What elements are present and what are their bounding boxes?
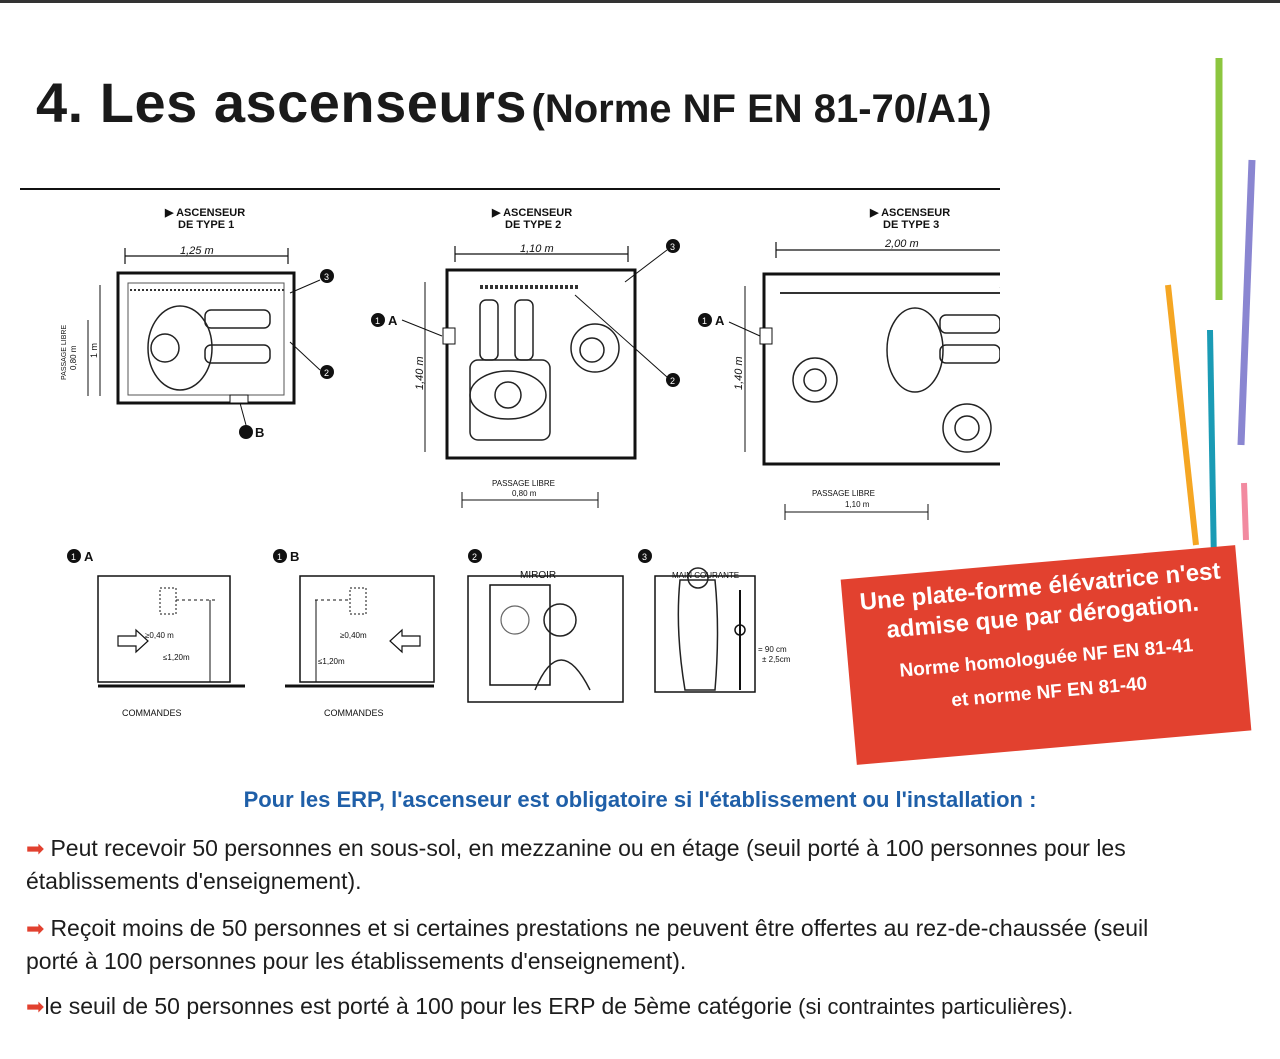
detail-a-marker: 1 bbox=[71, 552, 76, 562]
type2-marker-3: 3 bbox=[670, 242, 675, 252]
type3-marker-1: 1 bbox=[702, 316, 707, 326]
elevator-type-3: ▶ ASCENSEUR DE TYPE 3 2,00 m 1,40 m 1 A … bbox=[698, 207, 1000, 520]
detail-2-marker: 2 bbox=[472, 552, 477, 562]
type3-passage-value: 1,10 m bbox=[845, 500, 870, 509]
red-arrow-icon: ➡ bbox=[26, 916, 45, 941]
elevator-type-1: ▶ ASCENSEUR DE TYPE 1 1,25 m PASSAGE LIB… bbox=[61, 207, 334, 440]
title-rule bbox=[20, 188, 1000, 190]
type3-label-1: ▶ ASCENSEUR bbox=[869, 207, 950, 219]
detail-2-caption: MIROIR bbox=[520, 570, 556, 581]
type2-label-1: ▶ ASCENSEUR bbox=[491, 207, 572, 219]
elevator-figures: ▶ ASCENSEUR DE TYPE 1 1,25 m PASSAGE LIB… bbox=[61, 207, 1000, 718]
type1-width: 1,25 m bbox=[180, 245, 214, 257]
type1-label-1: ▶ ASCENSEUR bbox=[164, 207, 245, 219]
type3-label-2: DE TYPE 3 bbox=[883, 219, 939, 231]
bullet-text: Reçoit moins de 50 personnes et si certa… bbox=[26, 915, 1149, 974]
type3-companion-1 bbox=[792, 357, 838, 403]
type2-marker-1a: A bbox=[388, 313, 398, 328]
type2-marker-2: 2 bbox=[670, 376, 675, 386]
bullet-item: ➡le seuil de 50 personnes est porté à 10… bbox=[26, 990, 1186, 1023]
type1-passage-1: PASSAGE LIBRE bbox=[61, 325, 68, 380]
type3-wheelchair-user bbox=[886, 307, 944, 393]
red-arrow-icon: ➡ bbox=[26, 836, 45, 861]
type3-passage-label: PASSAGE LIBRE bbox=[812, 489, 875, 498]
type2-companion bbox=[570, 323, 620, 373]
bullet-item: ➡Peut recevoir 50 personnes en sous-sol,… bbox=[26, 832, 1186, 897]
type1-label-2: DE TYPE 1 bbox=[178, 219, 234, 231]
type2-wheelchair bbox=[469, 359, 551, 441]
detail-b-label: B bbox=[290, 549, 299, 564]
bar-orange bbox=[1165, 284, 1199, 546]
detail-b-h1: ≥0,40m bbox=[340, 631, 367, 640]
detail-b-caption: COMMANDES bbox=[324, 708, 384, 718]
type1-marker-3: 3 bbox=[324, 272, 329, 282]
bar-pink bbox=[1241, 482, 1249, 541]
top-border bbox=[0, 0, 1280, 3]
derogation-callout: Une plate-forme élévatrice n'est admise … bbox=[840, 545, 1252, 765]
type1-marker-2: 2 bbox=[324, 368, 329, 378]
detail-3-marker: 3 bbox=[642, 552, 647, 562]
type2-width: 1,10 m bbox=[520, 243, 554, 255]
bar-teal bbox=[1207, 329, 1217, 566]
bullet-text: Peut recevoir 50 personnes en sous-sol, … bbox=[26, 835, 1126, 894]
title-norm: (Norme NF EN 81-70/A1) bbox=[531, 87, 992, 131]
detail-3-h2: ± 2,5cm bbox=[762, 655, 791, 664]
detail-a-label: A bbox=[84, 549, 94, 564]
type1-depth: 1 m bbox=[89, 343, 99, 358]
bar-purple bbox=[1237, 159, 1256, 446]
page-title: 4. Les ascenseurs (Norme NF EN 81-70/A1) bbox=[36, 70, 992, 135]
detail-a-caption: COMMANDES bbox=[122, 708, 182, 718]
type1-marker-1b: B bbox=[255, 425, 264, 440]
detail-a-h2: ≤1,20m bbox=[163, 653, 190, 662]
type1-wheelchair-user bbox=[147, 305, 213, 391]
erp-heading: Pour les ERP, l'ascenseur est obligatoir… bbox=[243, 787, 1037, 812]
detail-a-h1: ≥0,40 m bbox=[145, 631, 174, 640]
detail-3-caption: MAIN COURANTE bbox=[672, 571, 739, 580]
type3-depth: 1,40 m bbox=[733, 356, 745, 390]
type3-width: 2,00 m bbox=[884, 238, 919, 250]
detail-1a: 1 A ≥0,40 m ≤1,20m COMMANDES bbox=[67, 549, 245, 718]
detail-b-marker: 1 bbox=[277, 552, 282, 562]
bullet-text: le seuil de 50 personnes est porté à 100… bbox=[44, 993, 792, 1019]
bullet-text-tail: (si contraintes particulières). bbox=[792, 994, 1074, 1019]
type1-cabin bbox=[116, 271, 296, 405]
bullet-item: ➡Reçoit moins de 50 personnes et si cert… bbox=[26, 912, 1186, 977]
type2-passage-value: 0,80 m bbox=[512, 489, 537, 498]
type1-passage-2: 0,80 m bbox=[69, 345, 78, 370]
type2-marker-1: 1 bbox=[375, 316, 380, 326]
type2-label-2: DE TYPE 2 bbox=[505, 219, 561, 231]
type3-cabin bbox=[762, 272, 1000, 466]
detail-3-handrail: 3 MAIN COURANTE = 90 cm ± 2,5cm bbox=[638, 549, 791, 693]
detail-b-h2: ≤1,20m bbox=[318, 657, 345, 666]
type3-companion-2 bbox=[942, 403, 992, 453]
title-main: 4. Les ascenseurs bbox=[36, 71, 528, 134]
red-arrow-icon: ➡ bbox=[26, 994, 45, 1019]
detail-1b: 1 B ≥0,40m ≤1,20m COMMANDES bbox=[273, 549, 435, 718]
elevator-type-2: ▶ ASCENSEUR DE TYPE 2 1,10 m 1,40 m 1 A … bbox=[371, 207, 680, 508]
type2-depth: 1,40 m bbox=[414, 356, 426, 390]
detail-2-mirror: 2 MIROIR bbox=[467, 549, 624, 703]
type2-cabin bbox=[445, 268, 637, 460]
type2-passage-label: PASSAGE LIBRE bbox=[492, 479, 555, 488]
detail-3-h1: = 90 cm bbox=[758, 645, 787, 654]
type3-marker-1a: A bbox=[715, 313, 725, 328]
